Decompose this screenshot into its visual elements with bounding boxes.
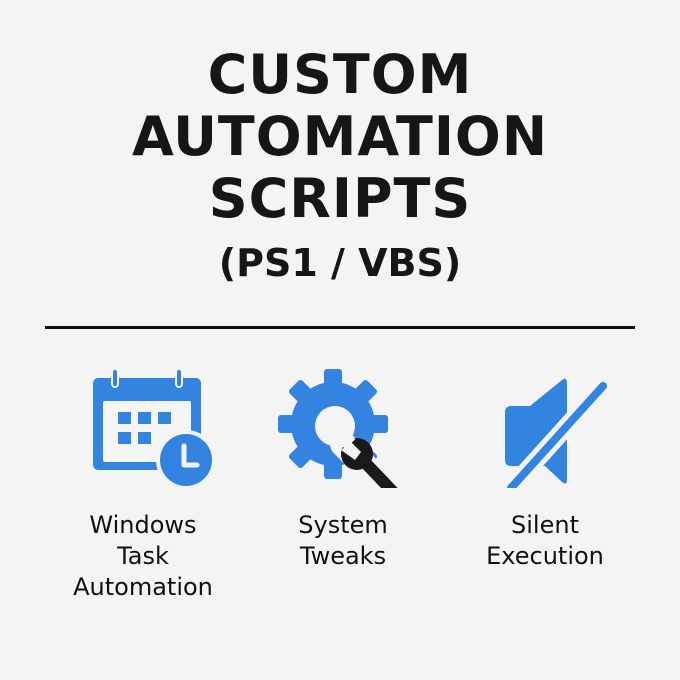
label-line: Tweaks	[299, 542, 387, 570]
label-line: Silent	[511, 511, 579, 539]
feature-label: Silent Execution	[445, 510, 645, 572]
label-line: Execution	[486, 542, 604, 570]
title-line-3: SCRIPTS	[208, 167, 472, 230]
speaker-muted-icon	[475, 368, 615, 488]
label-line: System	[298, 511, 388, 539]
label-line: Automation	[73, 573, 213, 601]
gear-wrench-icon	[273, 368, 413, 488]
calendar-clock-icon	[73, 368, 213, 488]
feature-system-tweaks: System Tweaks	[243, 368, 443, 572]
feature-label: System Tweaks	[243, 510, 443, 572]
subtitle: (PS1 / VBS)	[218, 241, 462, 285]
label-line: Task	[117, 542, 169, 570]
title-line-1: CUSTOM	[207, 43, 473, 106]
feature-silent-execution: Silent Execution	[445, 368, 645, 572]
features-row: Windows Task Automation	[0, 368, 680, 628]
feature-label: Windows Task Automation	[43, 510, 243, 603]
label-line: Windows	[89, 511, 197, 539]
feature-windows-task-automation: Windows Task Automation	[43, 368, 243, 603]
divider	[45, 326, 635, 329]
title-block: CUSTOM AUTOMATION SCRIPTS (PS1 / VBS)	[0, 44, 680, 286]
title-line-2: AUTOMATION	[131, 105, 549, 168]
